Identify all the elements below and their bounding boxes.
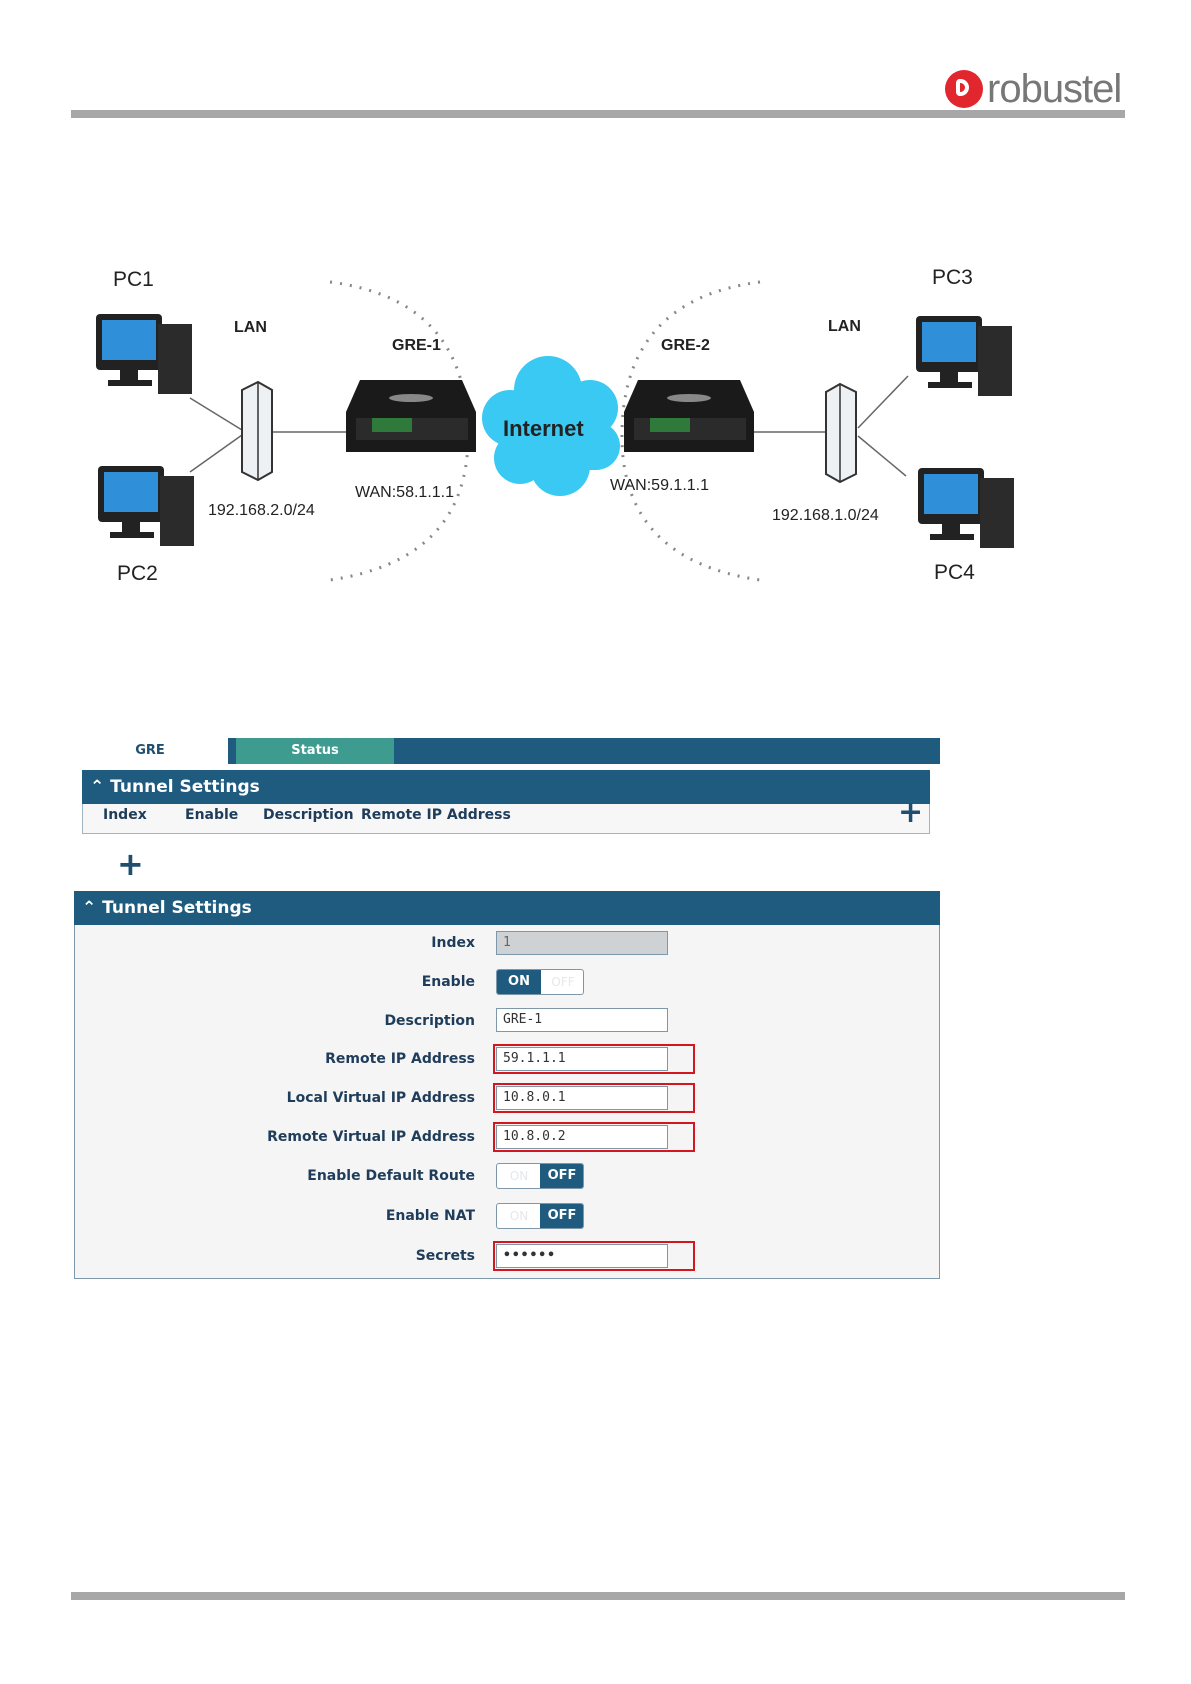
pc2-label: PC2	[117, 562, 158, 585]
secrets-input[interactable]: ••••••	[496, 1244, 668, 1268]
enable-toggle[interactable]: ON OFF	[496, 969, 584, 995]
col-enable: Enable	[185, 807, 239, 823]
nat-toggle-off: OFF	[540, 1204, 583, 1228]
nat-label: Enable NAT	[385, 1208, 475, 1224]
internet-label: Internet	[503, 416, 584, 441]
lan-left-label: LAN	[234, 319, 267, 336]
enable-toggle-off: OFF	[551, 975, 575, 989]
remote-virtual-ip-highlight	[493, 1122, 695, 1152]
enable-label: Enable	[421, 974, 475, 990]
pc3-icon	[916, 316, 1012, 396]
remote-virtual-ip-label: Remote Virtual IP Address	[267, 1129, 475, 1145]
index-label: Index	[431, 935, 475, 951]
subnet-left-label: 192.168.2.0/24	[208, 502, 315, 519]
logo-text: robustel	[987, 66, 1122, 111]
default-route-toggle-on: ON	[509, 1169, 529, 1183]
enable-toggle-on: ON	[497, 970, 541, 994]
footer-rule	[71, 1592, 1125, 1600]
cable-pc2	[189, 434, 243, 473]
collapse-chevron-icon: ⌃	[90, 777, 105, 797]
local-virtual-ip-label: Local Virtual IP Address	[286, 1090, 475, 1106]
switch-icon-left	[241, 380, 273, 482]
default-route-toggle[interactable]: ON OFF	[496, 1163, 584, 1189]
robustel-logo: robustel	[945, 66, 1122, 112]
add-tunnel-plus-icon[interactable]: +	[117, 845, 144, 883]
pc1-label: PC1	[113, 268, 154, 291]
header-rule	[71, 110, 1125, 118]
tab-status[interactable]: Status	[236, 738, 394, 764]
remote-ip-label: Remote IP Address	[325, 1051, 475, 1067]
cable-pc3	[857, 375, 909, 429]
cable-pc1	[189, 397, 243, 431]
pc4-label: PC4	[934, 561, 975, 584]
remote-ip-highlight	[493, 1044, 695, 1074]
remote-virtual-ip-input[interactable]: 10.8.0.2	[496, 1125, 668, 1149]
lan-right-label: LAN	[828, 318, 861, 335]
tunnel-list-header[interactable]: ⌃ Tunnel Settings	[82, 770, 930, 804]
gre2-label: GRE-2	[661, 337, 710, 354]
internet-cloud-icon	[482, 356, 620, 496]
description-input[interactable]: GRE-1	[496, 1008, 668, 1032]
pc3-label: PC3	[932, 266, 973, 289]
pc1-icon	[96, 314, 192, 394]
default-route-label: Enable Default Route	[307, 1168, 475, 1184]
default-route-toggle-off: OFF	[540, 1164, 583, 1188]
collapse-chevron-icon: ⌃	[82, 898, 97, 918]
tab-gre[interactable]: GRE	[72, 738, 228, 764]
secrets-label: Secrets	[415, 1248, 475, 1264]
pc4-icon	[918, 468, 1014, 548]
switch-icon-right	[825, 382, 857, 484]
tunnel-list-title: Tunnel Settings	[110, 777, 260, 797]
remote-ip-input[interactable]: 59.1.1.1	[496, 1047, 668, 1071]
nat-toggle[interactable]: ON OFF	[496, 1203, 584, 1229]
col-index: Index	[103, 807, 147, 823]
wan1-label: WAN:58.1.1.1	[355, 484, 455, 501]
network-diagram	[96, 280, 1014, 582]
add-row-plus-icon[interactable]: +	[898, 795, 924, 830]
tunnel-settings-title: Tunnel Settings	[102, 898, 252, 918]
gre1-label: GRE-1	[392, 337, 441, 354]
local-virtual-ip-highlight	[493, 1083, 695, 1113]
col-description: Description	[263, 807, 354, 823]
local-virtual-ip-input[interactable]: 10.8.0.1	[496, 1086, 668, 1110]
pc2-icon	[98, 466, 194, 546]
robustel-logo-icon	[945, 70, 983, 108]
wan2-label: WAN:59.1.1.1	[610, 477, 710, 494]
tunnel-settings-header[interactable]: ⌃ Tunnel Settings	[74, 891, 940, 925]
router-icon-gre2	[624, 380, 754, 452]
router-icon-gre1	[346, 380, 476, 452]
nat-toggle-on: ON	[509, 1209, 529, 1223]
secrets-highlight	[493, 1241, 695, 1271]
col-remote-ip: Remote IP Address	[361, 807, 511, 823]
index-input: 1	[496, 931, 668, 955]
description-label: Description	[384, 1013, 475, 1029]
subnet-right-label: 192.168.1.0/24	[772, 507, 879, 524]
cable-pc4	[857, 435, 907, 477]
